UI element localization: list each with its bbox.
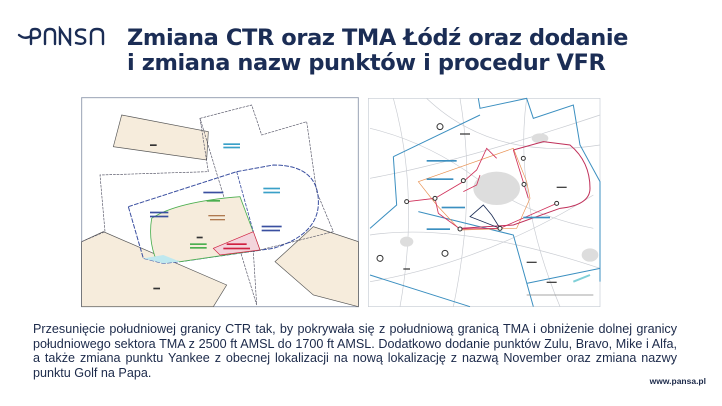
- slide-description: Przesunięcie południowej granicy CTR tak…: [33, 322, 677, 380]
- pansa-logo: [17, 26, 105, 46]
- website-link[interactable]: www.pansa.pl: [649, 376, 706, 386]
- title-line-1: Zmiana CTR oraz TMA Łódź oraz dodanie: [127, 25, 629, 51]
- title-line-2: i zmiana nazw punktów i procedur VFR: [127, 50, 606, 76]
- airspace-map-image: [81, 97, 359, 308]
- vfr-chart-image: [368, 97, 601, 308]
- page-title: Zmiana CTR oraz TMA Łódź oraz dodanie i …: [127, 26, 628, 76]
